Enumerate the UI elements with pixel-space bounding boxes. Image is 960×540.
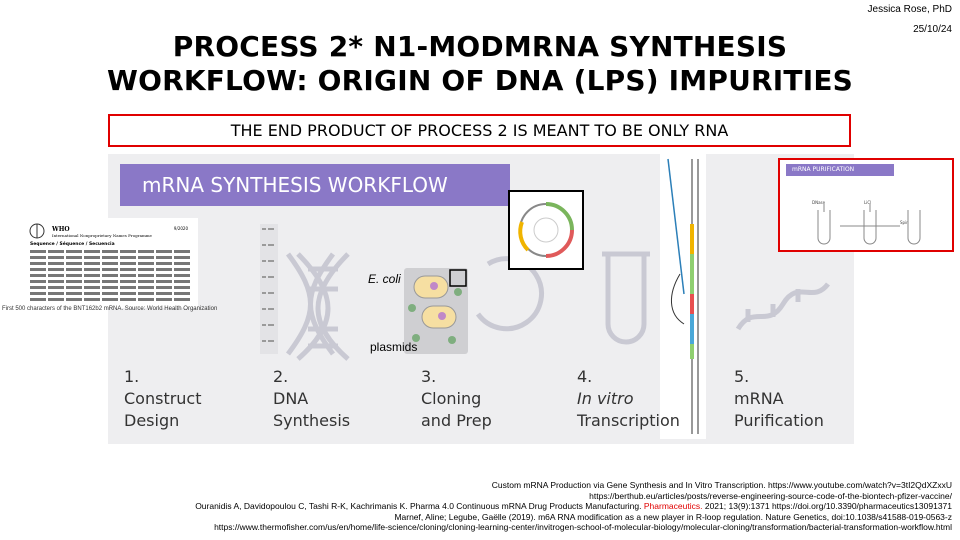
ecoli-cell-icon xyxy=(408,275,462,344)
step-3-label: 3. Cloning and Prep xyxy=(421,367,492,430)
sequence-lines xyxy=(30,250,190,304)
reference-2: https://berthub.eu/articles/posts/revers… xyxy=(589,490,952,501)
step-4-label: 4. In vitro Transcription xyxy=(577,367,680,430)
who-doc-caption: First 500 characters of the BNT162b2 mRN… xyxy=(2,306,218,312)
plasmid-ring-icon xyxy=(518,202,574,258)
who-doc-seq-title: Sequence / Séquence / Secuencia xyxy=(30,242,115,247)
purification-inset: mRNA PURIFICATION DNase LiCl Spin xyxy=(778,158,954,252)
plasmids-label: plasmids xyxy=(370,340,418,354)
who-logo-icon xyxy=(29,223,45,239)
title-line-2: WORKFLOW: ORIGIN OF DNA (LPS) IMPURITIES xyxy=(106,64,854,97)
purif-label-spin: Spin xyxy=(900,220,909,225)
r-loop-diagram xyxy=(660,154,706,439)
who-doc-subheading: International Nonproprietary Names Progr… xyxy=(52,233,152,238)
journal-name: Pharmaceutics. xyxy=(643,501,703,511)
reference-5: https://www.thermofisher.com/us/en/home/… xyxy=(214,522,952,532)
title-line-1: PROCESS 2* N1-MODMRNA SYNTHESIS xyxy=(172,30,788,63)
slide-date: 25/10/24 xyxy=(913,24,952,35)
dna-synthesis-icon xyxy=(285,252,336,356)
plasmid-highlight-box xyxy=(449,269,467,287)
reference-4: Marnef, Aline; Legube, Gaëlle (2019). m6… xyxy=(394,511,952,522)
step-5-label: 5. mRNA Purification xyxy=(734,367,824,430)
who-doc-date: 9/2020 xyxy=(173,226,188,231)
reference-3: Ouranidis A, Davidopoulou C, Tashi R-K, … xyxy=(195,501,952,511)
ecoli-label: E. coli xyxy=(368,272,401,286)
ecoli-plasmid-panel xyxy=(404,268,468,354)
plasmid-map-inset xyxy=(508,190,584,270)
workflow-illustrations xyxy=(260,154,830,439)
step-2-label: 2. DNA Synthesis xyxy=(273,367,351,430)
mrna-purification-icon xyxy=(735,282,830,331)
oligo-columns-icon xyxy=(260,224,278,354)
test-tubes-icon xyxy=(817,204,921,245)
workflow-banner: mRNA SYNTHESIS WORKFLOW xyxy=(120,164,510,206)
callout-box: THE END PRODUCT OF PROCESS 2 IS MEANT TO… xyxy=(108,114,851,147)
author-name: Jessica Rose, PhD xyxy=(867,4,952,15)
references: Custom mRNA Production via Gene Synthesi… xyxy=(195,480,952,533)
purif-label-licl: LiCl xyxy=(864,200,872,205)
workflow-panel: mRNA SYNTHESIS WORKFLOW xyxy=(108,154,854,444)
step-1-label: 1. Construct Design xyxy=(124,367,202,430)
who-sequence-document: WHO International Nonproprietary Names P… xyxy=(22,218,198,308)
transcription-tube-icon xyxy=(602,251,650,345)
slide-title: PROCESS 2* N1-MODMRNA SYNTHESIS WORKFLOW… xyxy=(60,30,900,98)
reference-1: Custom mRNA Production via Gene Synthesi… xyxy=(491,480,952,490)
purification-inset-title: mRNA PURIFICATION xyxy=(786,164,894,176)
who-doc-heading: WHO xyxy=(52,226,70,233)
purif-label-dnase: DNase xyxy=(812,200,826,205)
